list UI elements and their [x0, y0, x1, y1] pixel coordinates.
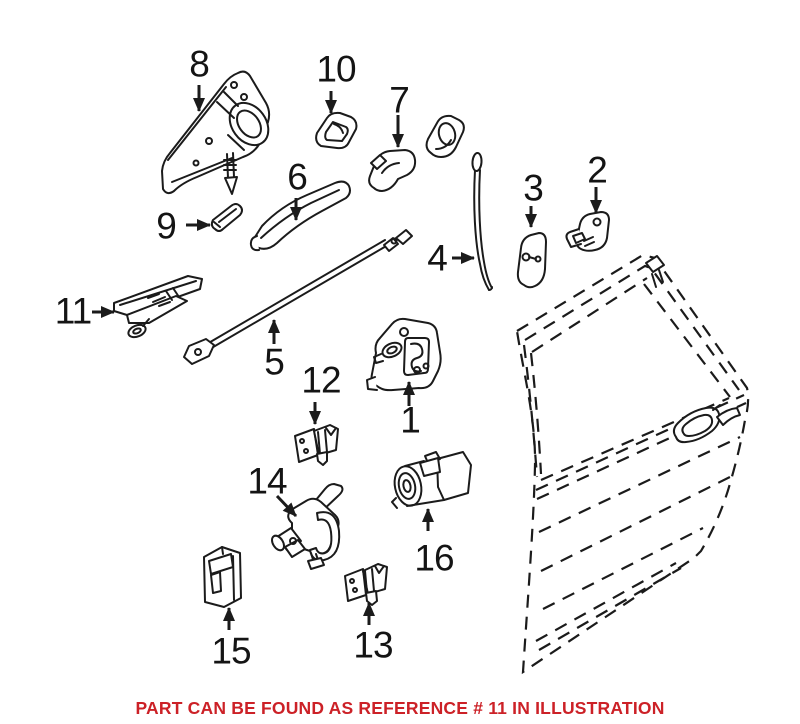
part-label-9: 9	[156, 205, 177, 247]
part-2-drawing	[565, 211, 610, 252]
part-label-10: 10	[316, 48, 356, 90]
part-6-drawing	[249, 180, 351, 252]
part-8-drawing	[161, 70, 271, 195]
part-label-2: 2	[587, 149, 608, 191]
door-top-bracket	[645, 255, 665, 273]
part-11-drawing	[113, 275, 203, 339]
part-label-4: 4	[427, 237, 448, 279]
part-15-drawing	[203, 546, 242, 608]
part-label-15: 15	[211, 630, 251, 672]
arrow-part-14	[275, 494, 298, 518]
door-handle-drawing	[672, 404, 741, 444]
part-label-5: 5	[264, 341, 285, 383]
part-14-drawing	[271, 483, 344, 570]
door-outline-drawing	[515, 253, 750, 675]
part-10-drawing	[315, 111, 358, 150]
part-label-14: 14	[247, 460, 287, 502]
leader-arrows	[92, 85, 602, 630]
part-label-13: 13	[353, 624, 393, 666]
reference-caption: PART CAN BE FOUND AS REFERENCE # 11 IN I…	[135, 698, 665, 718]
part-label-6: 6	[287, 156, 308, 198]
part-label-7: 7	[389, 79, 410, 121]
part-4-drawing	[471, 152, 493, 291]
part-7-drawing	[368, 114, 465, 192]
part-16-drawing	[391, 451, 472, 509]
part-12-drawing	[294, 424, 339, 466]
part-label-3: 3	[523, 167, 544, 209]
part-13-drawing	[344, 563, 388, 606]
part-3-drawing	[516, 232, 547, 289]
part-label-16: 16	[414, 537, 454, 579]
part-label-1: 1	[400, 399, 421, 441]
part-9-drawing	[210, 203, 243, 232]
part-label-11: 11	[54, 290, 92, 332]
part-label-12: 12	[301, 359, 341, 401]
part-5-drawing	[183, 229, 413, 365]
part-label-8: 8	[189, 43, 210, 85]
part-1-drawing	[366, 317, 442, 392]
